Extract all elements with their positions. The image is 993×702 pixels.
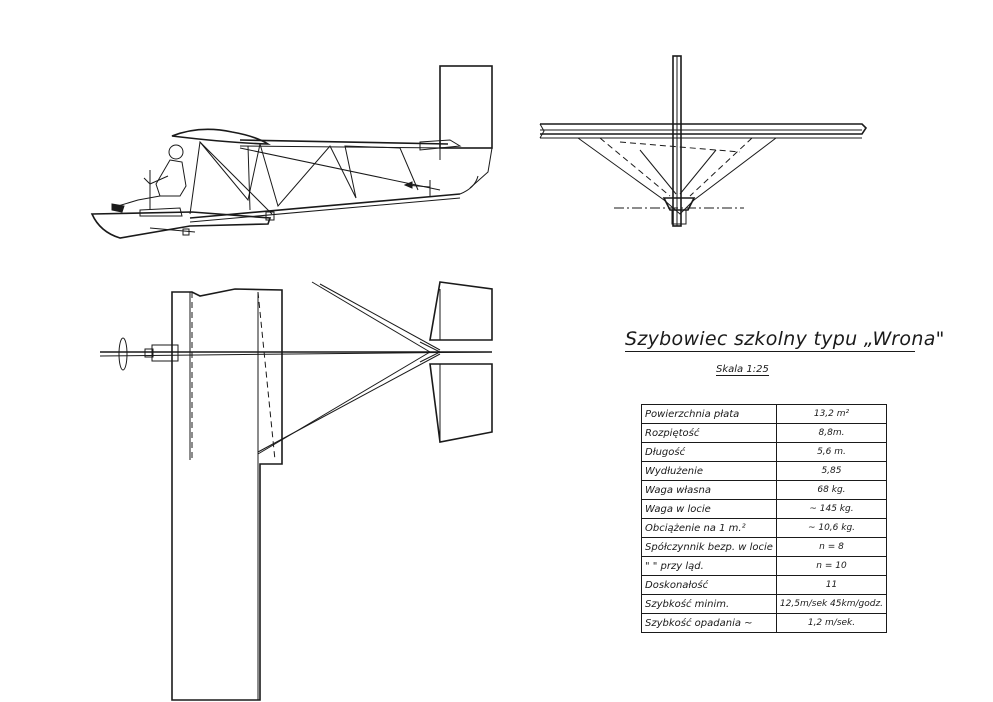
spec-value: ~ 145 kg. <box>775 499 888 519</box>
pilot-torso <box>155 159 187 197</box>
spec-value: 5,6 m. <box>775 442 888 462</box>
skid-spring <box>149 227 196 233</box>
spec-label: Doskonałość <box>641 575 777 595</box>
spec-value: 68 kg. <box>775 480 888 500</box>
table-row: Waga w locie~ 145 kg. <box>641 499 888 519</box>
top-brace-3 <box>257 353 441 453</box>
skid-fitting <box>265 211 275 221</box>
top-cockpit-detail <box>144 348 154 358</box>
table-row: " " przy ląd.n = 10 <box>641 556 888 576</box>
fuselage-truss <box>189 140 419 215</box>
top-aileron-dash <box>257 291 276 461</box>
front-strut-dash-r <box>689 137 753 197</box>
spec-value: n = 8 <box>775 537 888 557</box>
spec-label: Szybkość opadania ~ <box>641 613 777 633</box>
seat <box>139 207 183 217</box>
pilot-leg <box>117 195 161 207</box>
skid-bolt <box>182 228 190 236</box>
spec-label: Powierzchnia płata <box>641 404 777 424</box>
top-brace-1 <box>257 351 431 455</box>
front-wire-r <box>679 149 717 195</box>
top-cockpit-block <box>151 344 179 362</box>
front-strut-dash-l <box>599 137 671 197</box>
spec-label: Obciążenie na 1 m.² <box>641 518 777 538</box>
spec-value: 12,5m/sek 45km/godz. <box>775 594 888 614</box>
front-cross-dash <box>619 141 741 153</box>
tail-arrow-head <box>403 181 413 189</box>
front-skid-block <box>671 209 687 225</box>
upper-boom <box>239 139 449 145</box>
front-wire-l <box>639 149 677 195</box>
spec-value: n = 10 <box>775 556 888 576</box>
spec-label: Długość <box>641 442 777 462</box>
drawing-scale: Skala 1:25 <box>716 364 769 376</box>
rudder-lower-edge <box>469 147 493 189</box>
lower-boom-2 <box>189 197 461 223</box>
top-tailplane-upper <box>429 281 493 341</box>
side-view <box>90 65 493 239</box>
top-tail-joint <box>419 341 442 363</box>
table-row: Szybkość minim.12,5m/sek 45km/godz. <box>641 594 888 614</box>
top-nose-wheel <box>118 337 128 371</box>
pilot-foot <box>111 203 125 213</box>
top-view <box>99 281 493 701</box>
spec-label: Waga własna <box>641 480 777 500</box>
landing-skid <box>90 211 272 239</box>
spec-value: 8,8m. <box>775 423 888 443</box>
top-tailplane-lower <box>429 363 493 443</box>
truss-post <box>247 145 251 211</box>
table-row: Obciążenie na 1 m.²~ 10,6 kg. <box>641 518 888 538</box>
spec-value: 13,2 m² <box>775 404 888 424</box>
wing-profile <box>171 128 271 145</box>
spec-label: " " przy ląd. <box>641 556 777 576</box>
top-brace-2 <box>311 281 431 353</box>
front-wing-upper <box>540 123 868 135</box>
rudder-side <box>439 65 493 149</box>
front-struts <box>577 137 777 215</box>
spec-value: 11 <box>775 575 888 595</box>
upper-boom-2 <box>239 145 449 149</box>
tail-fitting <box>419 139 462 151</box>
top-fuselage-2 <box>99 351 493 357</box>
spec-value: ~ 10,6 kg. <box>775 518 888 538</box>
spec-value: 5,85 <box>775 461 888 481</box>
spec-label: Rozpiętość <box>641 423 777 443</box>
spec-value: 1,2 m/sek. <box>775 613 888 633</box>
drawing-title: Szybowiec szkolny typu „Wrona" <box>625 328 945 352</box>
front-view <box>539 55 868 227</box>
tail-skid-line <box>459 175 479 195</box>
top-wing <box>171 288 283 701</box>
lower-boom <box>189 193 461 219</box>
truss-diagonal <box>199 141 273 215</box>
front-wing-left-cut <box>539 123 545 139</box>
spec-label: Wydłużenie <box>641 461 777 481</box>
pilot-head <box>168 144 184 160</box>
table-row: Szybkość opadania ~1,2 m/sek. <box>641 613 888 633</box>
spec-label: Waga w locie <box>641 499 777 519</box>
front-skid-top <box>662 197 696 211</box>
control-cable <box>239 147 441 191</box>
spec-label: Spółczynnik bezp. w locie <box>641 537 777 557</box>
spec-label: Szybkość minim. <box>641 594 777 614</box>
pilot-arm <box>143 175 169 185</box>
top-brace-4 <box>319 283 441 351</box>
